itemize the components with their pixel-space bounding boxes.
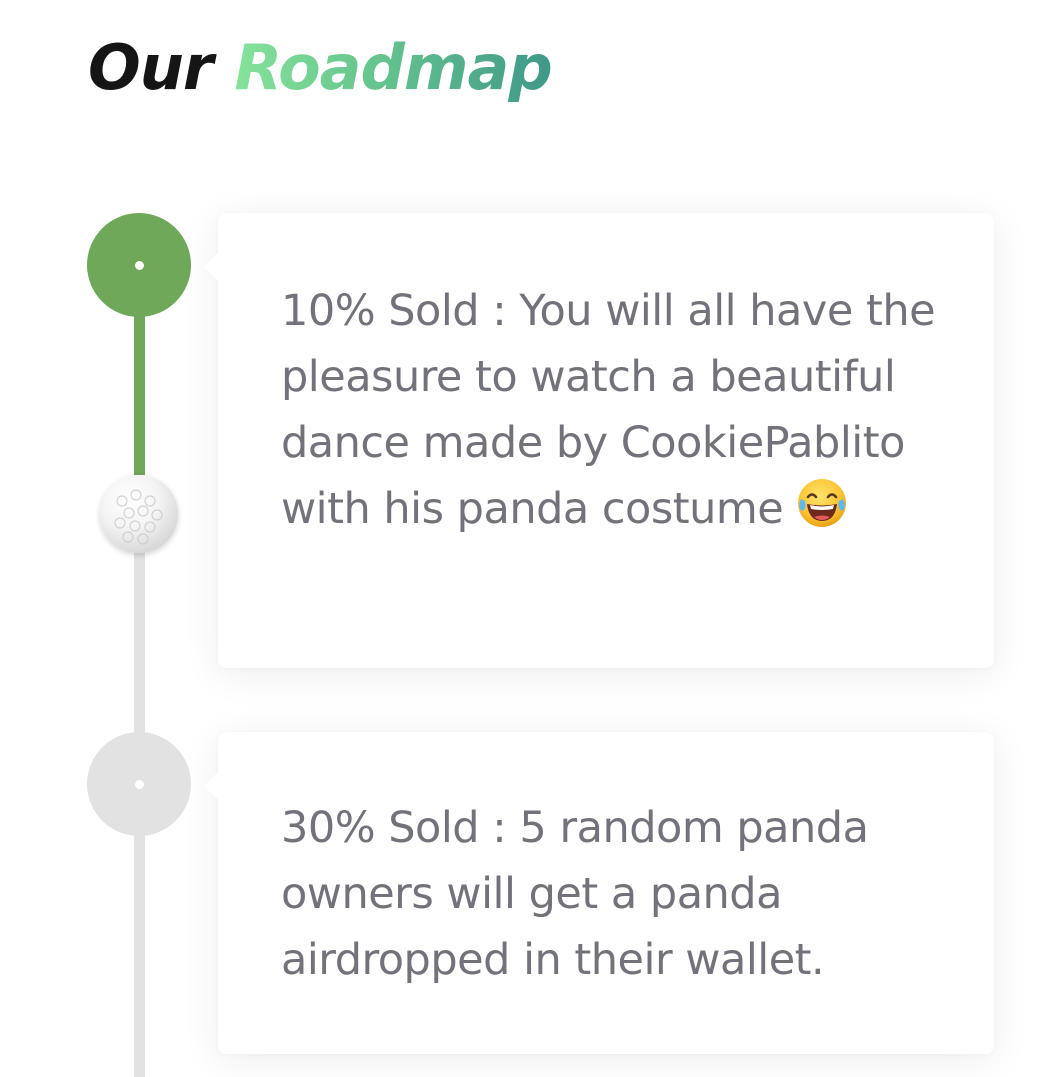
title-word-roadmap: Roadmap bbox=[234, 31, 552, 104]
timeline-node-dot bbox=[135, 261, 144, 270]
roadmap-item-text: 30% Sold : 5 random panda owners will ge… bbox=[281, 803, 869, 985]
golf-ball-dimples bbox=[114, 489, 163, 545]
roadmap-card-text: 10% Sold : You will all have the pleasur… bbox=[281, 278, 981, 542]
laughing-tears-emoji-icon bbox=[798, 479, 847, 527]
timeline-progress-fill bbox=[134, 300, 145, 475]
timeline-node-pending bbox=[87, 732, 191, 836]
page-title: Our Roadmap bbox=[88, 26, 553, 110]
roadmap-card: 10% Sold : You will all have the pleasur… bbox=[204, 213, 994, 668]
golf-ball-icon[interactable] bbox=[100, 475, 178, 553]
title-word-our: Our bbox=[88, 31, 213, 104]
timeline-node-reached bbox=[87, 213, 191, 317]
timeline-node-dot bbox=[135, 780, 144, 789]
roadmap-card: 30% Sold : 5 random panda owners will ge… bbox=[204, 732, 994, 1054]
timeline-track bbox=[134, 300, 145, 1077]
roadmap-item-text: 10% Sold : You will all have the pleasur… bbox=[281, 286, 936, 534]
